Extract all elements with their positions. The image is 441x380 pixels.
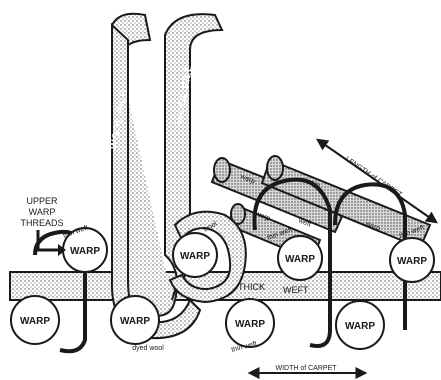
warp-label: WARP <box>285 254 315 265</box>
warp-label: WARP <box>70 246 100 257</box>
width-of-carpet-label: WIDTH of CARPET <box>275 365 337 372</box>
warp-label: WARP <box>20 316 50 327</box>
upper-warp-label-line1: UPPER <box>26 196 58 206</box>
warp-label: WARP <box>235 319 265 330</box>
upper-warp-label-line2: WARP <box>29 207 56 217</box>
warp-label: WARP <box>345 321 375 332</box>
warp-label: WARP <box>397 256 427 267</box>
upper-warp-label-line3: THREADS <box>20 218 63 228</box>
warp-label: WARP <box>120 316 150 327</box>
dyed-wool-label: dyed wool <box>132 345 164 352</box>
thick-label: THICK <box>238 282 265 292</box>
weft-label: WEFT <box>283 285 309 295</box>
warp-label: WARP <box>180 251 210 262</box>
